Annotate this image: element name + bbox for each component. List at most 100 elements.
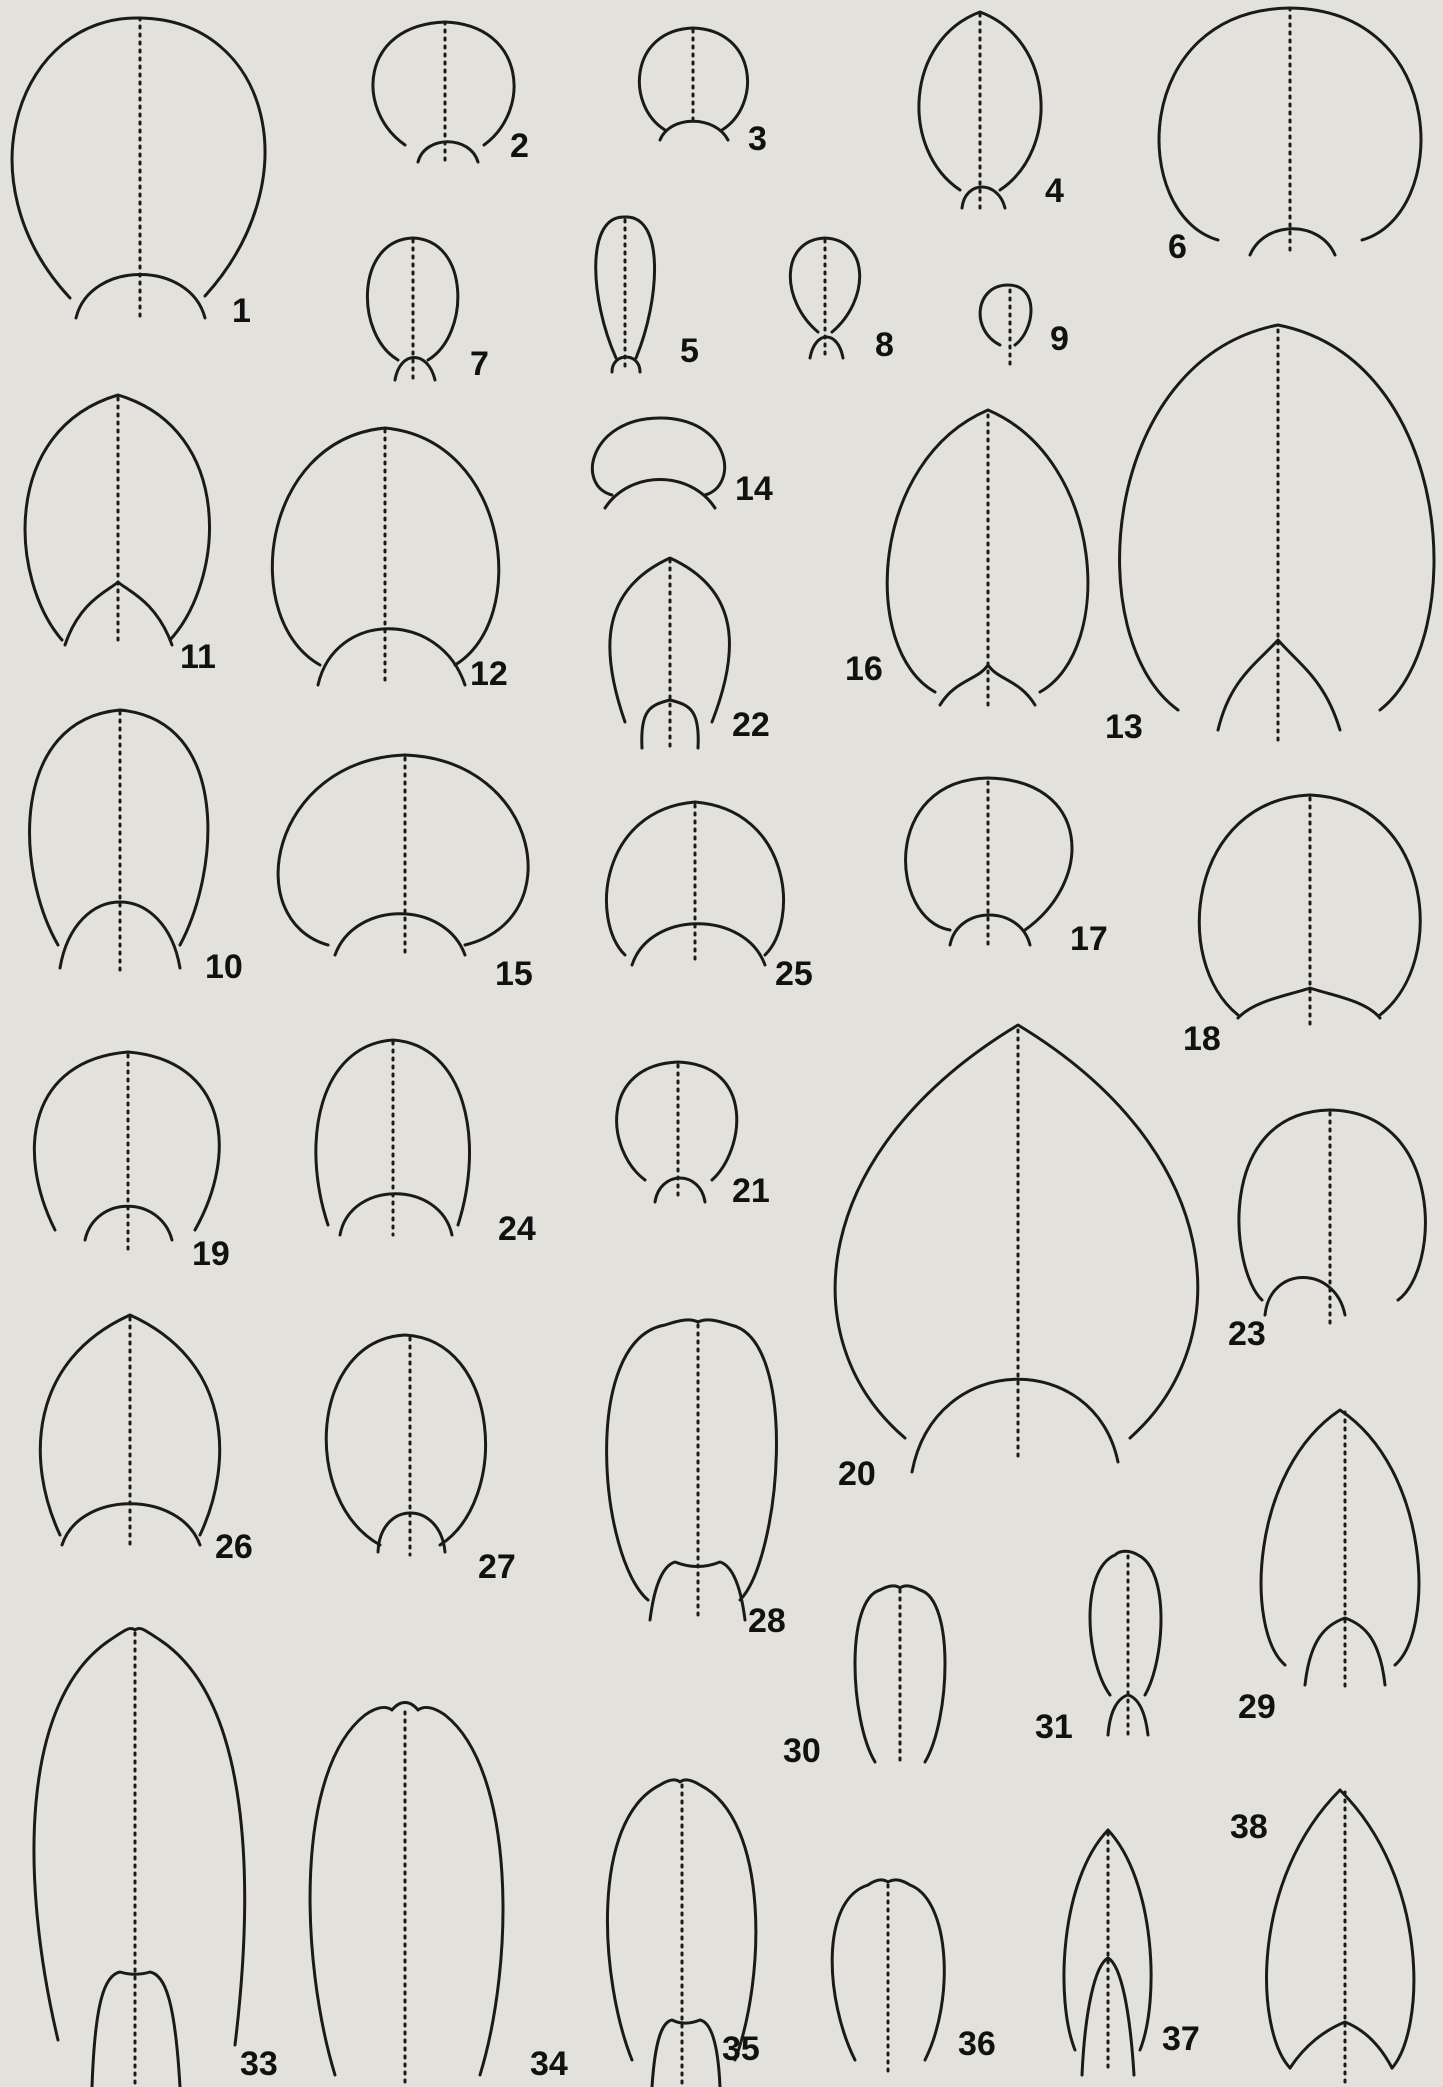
figure-13: 13 bbox=[1105, 325, 1434, 746]
figure-27: 27 bbox=[326, 1335, 516, 1586]
figure-7-label: 7 bbox=[470, 345, 489, 383]
figure-38-label: 38 bbox=[1230, 1808, 1268, 1846]
figure-18: 18 bbox=[1183, 795, 1420, 1058]
figure-31: 31 bbox=[1035, 1551, 1161, 1746]
figure-5-label: 5 bbox=[680, 332, 699, 370]
figure-22-label: 22 bbox=[732, 706, 770, 744]
figure-14: 14 bbox=[592, 418, 773, 508]
figure-2-label: 2 bbox=[510, 127, 529, 165]
figure-31-outline bbox=[1090, 1551, 1161, 1695]
figure-33-label: 33 bbox=[240, 2045, 278, 2083]
figure-14-label: 14 bbox=[735, 470, 773, 508]
figure-19: 19 bbox=[34, 1052, 229, 1273]
figure-25: 25 bbox=[606, 802, 812, 993]
figure-35-label: 35 bbox=[722, 2030, 760, 2068]
figure-3-label: 3 bbox=[748, 120, 767, 158]
figure-31-label: 31 bbox=[1035, 1708, 1073, 1746]
figure-6: 6 bbox=[1159, 8, 1421, 266]
figure-23-label: 23 bbox=[1228, 1315, 1266, 1353]
figure-4-label: 4 bbox=[1045, 172, 1064, 210]
figure-34-label: 34 bbox=[530, 2045, 568, 2083]
figure-3: 3 bbox=[639, 28, 767, 158]
figure-3-base bbox=[660, 121, 728, 140]
figure-37-label: 37 bbox=[1162, 2020, 1200, 2058]
figure-11-label: 11 bbox=[180, 638, 216, 676]
figure-7: 7 bbox=[367, 238, 489, 383]
figure-25-base bbox=[632, 924, 765, 965]
figure-10: 10 bbox=[30, 710, 243, 986]
figure-24-base bbox=[340, 1194, 452, 1235]
figure-12-label: 12 bbox=[470, 655, 508, 693]
figure-35: 35 bbox=[607, 1780, 759, 2087]
figure-28-outline bbox=[607, 1320, 777, 1600]
figure-9-outline bbox=[980, 285, 1031, 345]
figure-12: 12 bbox=[272, 428, 508, 693]
figure-28: 28 bbox=[607, 1320, 786, 1640]
figure-36: 36 bbox=[832, 1880, 996, 2075]
figure-23-outline bbox=[1239, 1110, 1425, 1300]
figure-6-label: 6 bbox=[1168, 228, 1187, 266]
figure-33-outline bbox=[34, 1628, 245, 2045]
figure-35-base bbox=[652, 2020, 720, 2087]
figure-20: 20 bbox=[835, 1025, 1198, 1493]
figure-27-label: 27 bbox=[478, 1548, 516, 1586]
figure-26-label: 26 bbox=[215, 1528, 253, 1566]
figure-20-outline bbox=[835, 1025, 1198, 1438]
figure-33: 33 bbox=[34, 1628, 278, 2087]
figure-20-label: 20 bbox=[838, 1455, 876, 1493]
figure-14-base bbox=[605, 480, 715, 509]
figure-16-label: 16 bbox=[845, 650, 883, 688]
figure-9: 9 bbox=[980, 285, 1069, 365]
figure-22: 22 bbox=[610, 558, 770, 748]
figure-16: 16 bbox=[845, 410, 1088, 705]
figure-6-base bbox=[1250, 229, 1335, 255]
figure-2-base bbox=[418, 142, 478, 162]
figure-34-outline bbox=[310, 1703, 503, 2076]
figure-4: 4 bbox=[919, 12, 1064, 210]
figure-18-label: 18 bbox=[1183, 1020, 1221, 1058]
figure-33-base bbox=[92, 1972, 180, 2087]
figure-24: 24 bbox=[316, 1040, 536, 1248]
figure-36-outline bbox=[832, 1880, 944, 2060]
figure-10-label: 10 bbox=[205, 948, 243, 986]
figure-38: 38 bbox=[1230, 1790, 1414, 2087]
figure-19-label: 19 bbox=[192, 1235, 230, 1273]
figure-29: 29 bbox=[1238, 1410, 1419, 1726]
figure-8: 8 bbox=[790, 238, 894, 364]
figure-23-base bbox=[1265, 1278, 1345, 1316]
figure-30: 30 bbox=[783, 1586, 945, 1770]
figure-34: 34 bbox=[310, 1703, 568, 2087]
figure-5: 5 bbox=[596, 217, 699, 372]
figure-9-label: 9 bbox=[1050, 320, 1069, 358]
figure-21-label: 21 bbox=[732, 1172, 770, 1210]
figure-24-label: 24 bbox=[498, 1210, 536, 1248]
figure-15: 15 bbox=[278, 755, 533, 993]
figure-25-label: 25 bbox=[775, 955, 813, 993]
figure-17-base bbox=[950, 915, 1030, 945]
figure-26: 26 bbox=[40, 1315, 253, 1566]
figure-15-outline bbox=[278, 755, 528, 945]
figure-21: 21 bbox=[617, 1062, 770, 1210]
figure-14-outline bbox=[592, 418, 724, 495]
figure-29-outline bbox=[1261, 1410, 1419, 1665]
figure-1-label: 1 bbox=[232, 292, 251, 330]
figure-28-label: 28 bbox=[748, 1602, 786, 1640]
figure-2: 2 bbox=[373, 22, 529, 165]
figure-17: 17 bbox=[906, 778, 1108, 958]
figure-15-label: 15 bbox=[495, 955, 533, 993]
figure-8-base bbox=[810, 337, 843, 358]
figure-23: 23 bbox=[1228, 1110, 1425, 1353]
figure-38-base bbox=[1290, 2022, 1392, 2068]
figure-8-label: 8 bbox=[875, 326, 894, 364]
figure-8-outline bbox=[790, 238, 859, 332]
figure-13-label: 13 bbox=[1105, 708, 1143, 746]
figure-29-label: 29 bbox=[1238, 1688, 1276, 1726]
figure-20-base bbox=[912, 1379, 1118, 1472]
figure-38-outline bbox=[1267, 1790, 1414, 2068]
figure-15-base bbox=[335, 914, 465, 955]
figure-30-label: 30 bbox=[783, 1732, 821, 1770]
figure-11: 11 bbox=[25, 395, 216, 676]
figure-1: 1 bbox=[12, 18, 265, 330]
figure-37: 37 bbox=[1064, 1830, 1200, 2075]
